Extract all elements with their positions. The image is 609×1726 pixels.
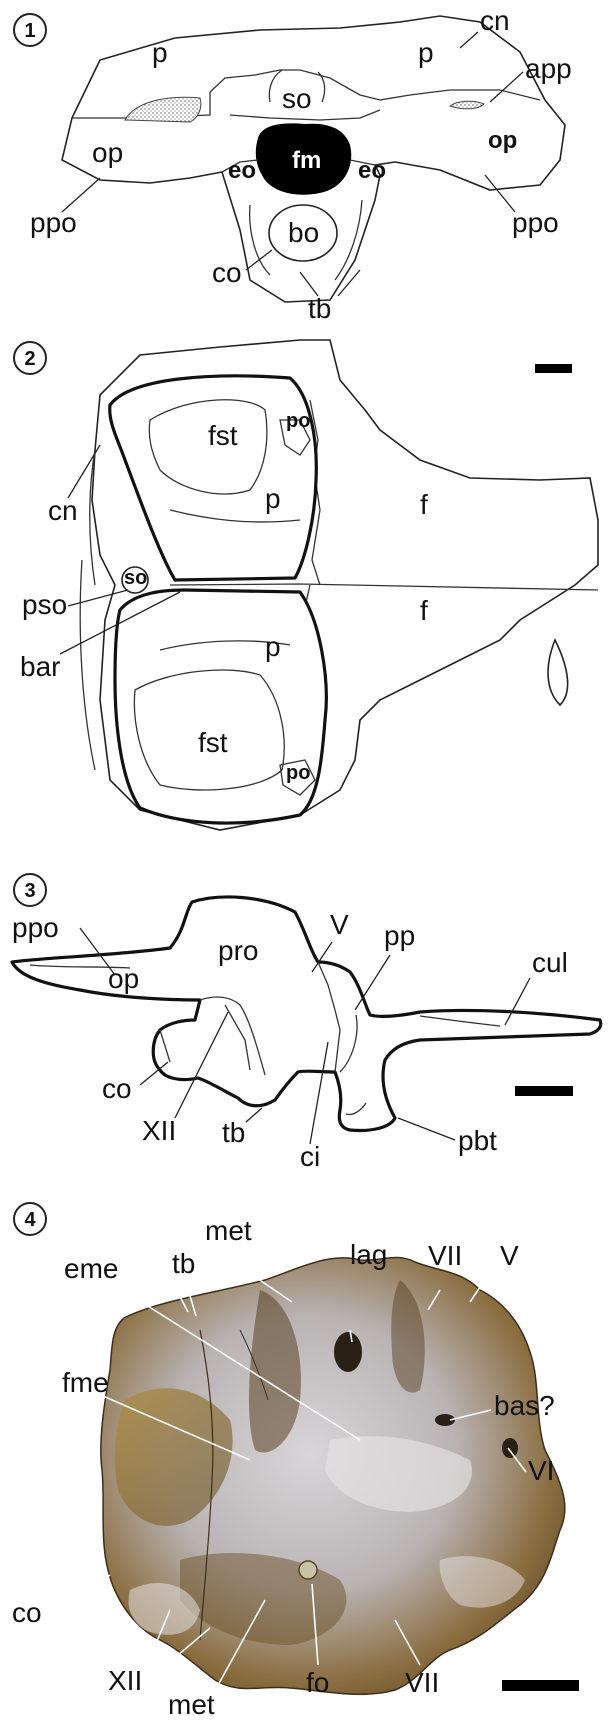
label-f-top: f <box>420 489 428 520</box>
label-V-3: V <box>330 909 349 940</box>
label-co-4: co <box>12 1597 42 1628</box>
label-app: app <box>525 53 572 84</box>
label-ppo-3: ppo <box>12 912 59 943</box>
label-pbt: pbt <box>458 1125 497 1156</box>
label-co: co <box>212 257 242 288</box>
label-ppo-left: ppo <box>30 207 77 238</box>
label-XII-3: XII <box>142 1115 176 1146</box>
scale-bar <box>535 364 572 373</box>
label-co-3: co <box>102 1073 132 1104</box>
svg-text:3: 3 <box>24 880 35 902</box>
label-fm: fm <box>292 147 321 174</box>
foramen-lag <box>334 1332 362 1372</box>
label-VII-top: VII <box>428 1240 462 1271</box>
label-bo: bo <box>288 217 319 248</box>
label-tb: tb <box>308 293 331 324</box>
label-so: so <box>282 83 312 114</box>
label-fo: fo <box>306 1667 329 1698</box>
label-VI: VI <box>528 1455 554 1486</box>
svg-text:4: 4 <box>24 1209 36 1231</box>
label-V-4: V <box>500 1240 519 1271</box>
label-bas: bas? <box>494 1390 555 1421</box>
label-met-top: met <box>205 1215 252 1246</box>
svg-text:1: 1 <box>24 20 35 42</box>
scale-bar <box>515 1086 573 1096</box>
label-op-left: op <box>92 137 123 168</box>
panel-number-badge: 4 <box>14 1203 46 1235</box>
label-f-bottom: f <box>420 595 428 626</box>
label-cul: cul <box>532 947 568 978</box>
label-ppo-right: ppo <box>512 207 559 238</box>
panel-1: 1 p p cn app so fm eo eo op op ppo <box>14 5 572 324</box>
panel-2: 2 fst po p f cn so pso <box>14 340 598 830</box>
label-met-bottom: met <box>168 1689 215 1720</box>
label-tb-3: tb <box>222 1117 245 1148</box>
panel-4: 4 met <box>12 1203 579 1720</box>
label-cn-2: cn <box>48 495 78 526</box>
label-po-bottom: po <box>286 762 310 784</box>
foramen-VI <box>502 1438 518 1458</box>
label-p-bottom: p <box>265 631 281 662</box>
label-XII-4: XII <box>108 1665 142 1696</box>
label-so-2: so <box>124 567 147 589</box>
panel-3: 3 ppo op pro V pp cul co XII tb ci pbt <box>12 874 601 1172</box>
label-p-right: p <box>418 37 434 68</box>
label-pso: pso <box>22 589 67 620</box>
label-cn: cn <box>480 5 510 36</box>
label-eo-right: eo <box>358 157 386 184</box>
label-op-3: op <box>108 963 139 994</box>
panel-number-badge: 1 <box>14 14 46 46</box>
panel-number-badge: 2 <box>14 342 46 374</box>
label-op-right: op <box>488 127 517 154</box>
label-VII-bottom: VII <box>405 1667 439 1698</box>
label-fme: fme <box>62 1367 109 1398</box>
label-bar: bar <box>20 651 60 682</box>
label-eo-left: eo <box>228 157 256 184</box>
supratemporal-fenestra-lower <box>115 590 326 823</box>
label-fst-bottom: fst <box>198 727 228 758</box>
label-eme: eme <box>64 1253 118 1284</box>
foramen-fo <box>299 1561 317 1579</box>
label-pp: pp <box>384 920 415 951</box>
label-p-top: p <box>265 483 281 514</box>
label-pro: pro <box>218 935 258 966</box>
label-fst-top: fst <box>208 420 238 451</box>
scale-bar <box>502 1680 579 1691</box>
label-ci: ci <box>300 1141 320 1172</box>
label-p-left: p <box>152 37 168 68</box>
label-lag: lag <box>350 1239 387 1270</box>
braincase-lateral-outline <box>12 897 601 1131</box>
panel-number-badge: 3 <box>14 874 46 906</box>
label-po-top: po <box>286 410 310 432</box>
label-tb-4: tb <box>172 1248 195 1279</box>
svg-text:2: 2 <box>24 348 35 370</box>
